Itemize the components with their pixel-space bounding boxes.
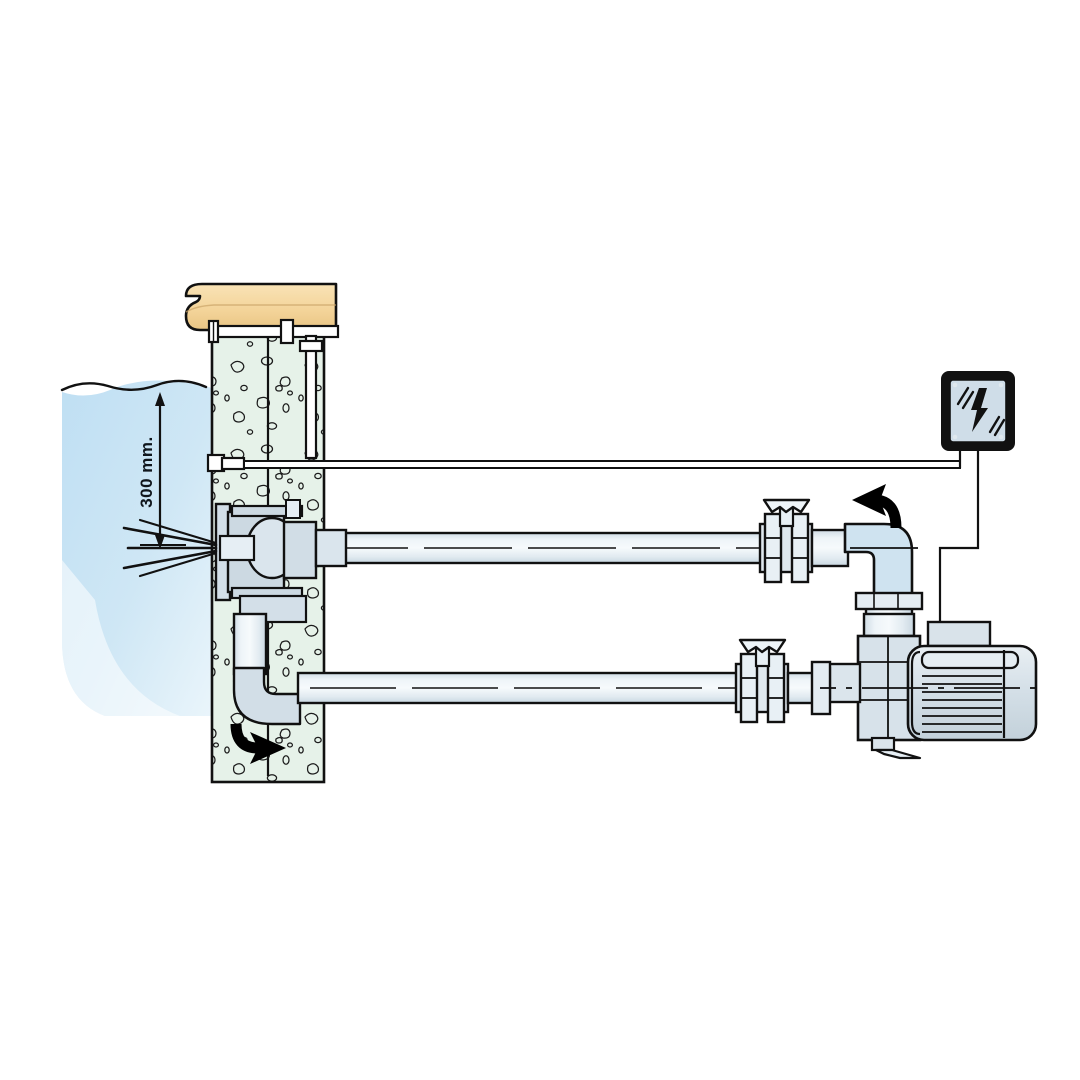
suction-line-ball-valve[interactable] (734, 638, 832, 724)
control-box-supply-conduit (938, 450, 980, 622)
motor-mounting-foot (874, 748, 922, 760)
water-spray-jets (122, 518, 218, 578)
suction-flow-arrow (230, 723, 286, 764)
depth-dimension: 300 mm. (137, 392, 186, 549)
wall-jet-eyeball-fitting (122, 499, 348, 624)
valve-t-handle (738, 638, 787, 654)
pool-coping-stone (184, 282, 338, 332)
discharge-elbow-90 (843, 522, 918, 602)
motor-terminal-box (926, 620, 992, 648)
return-pipe-run (308, 531, 764, 565)
wall-penetration-conduit (206, 453, 961, 473)
water-surface-line (60, 379, 208, 392)
return-flow-arrow (852, 484, 902, 529)
return-line-ball-valve[interactable] (758, 498, 850, 584)
suction-elbow (232, 666, 302, 726)
lightning-bolt-icon (956, 386, 1006, 437)
electric-motor (820, 620, 1038, 742)
motor-cooling-fins (922, 675, 1002, 733)
depth-dimension-label: 300 mm. (137, 436, 156, 508)
valve-t-handle (762, 498, 811, 514)
suction-pipe-run (232, 612, 740, 726)
wall-top-bonding-bar (207, 318, 340, 460)
electrical-control-box[interactable] (941, 371, 1015, 451)
box-corner-screws (952, 382, 1004, 440)
